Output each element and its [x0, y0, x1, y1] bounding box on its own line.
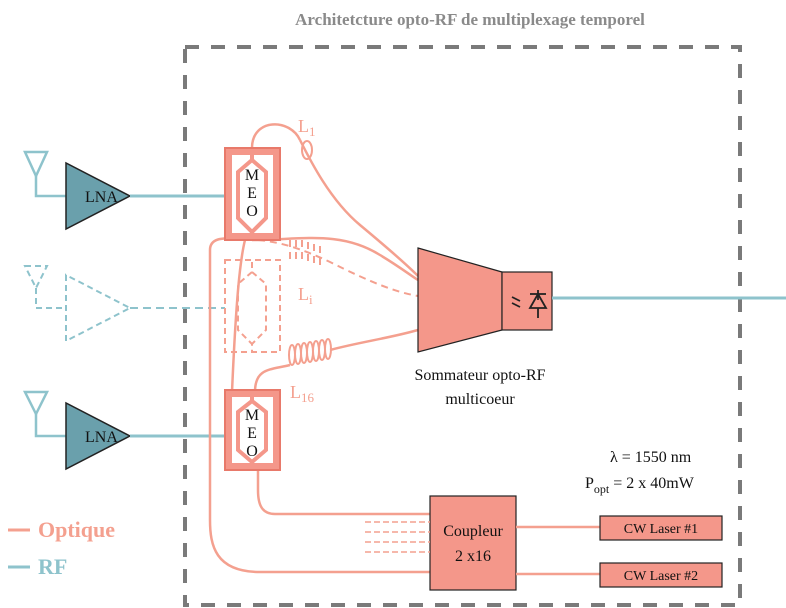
meo-modulator-i [224, 259, 281, 353]
meo-1-letter-m: M [245, 167, 259, 184]
legend: Optique RF [8, 517, 115, 579]
lna-16: LNA [65, 401, 132, 471]
photodiode-icon [511, 290, 548, 318]
opto-rf-combiner [417, 247, 553, 353]
lna-i [65, 273, 133, 343]
legend-rf-label: RF [38, 554, 67, 579]
cw-laser-2-label: CW Laser #2 [624, 569, 698, 584]
meo-modulator-1: M E O [224, 147, 281, 241]
architecture-boundary [183, 45, 742, 607]
cw-laser-1: CW Laser #1 [599, 515, 723, 541]
meo-1-letter-o: O [246, 203, 258, 220]
meo-16-letter-m: M [245, 407, 259, 424]
coupler-label-line1: Coupleur [443, 523, 503, 540]
legend-optique-label: Optique [38, 517, 115, 542]
combiner-label-line2: multicoeur [445, 391, 515, 408]
optical-coupler: Coupleur 2 x16 [429, 495, 517, 591]
cw-laser-1-label: CW Laser #1 [624, 522, 698, 537]
meo-modulator-16: M E O [224, 389, 281, 471]
optical-fibers [208, 123, 430, 574]
coupler-label-line2: 2 x16 [455, 548, 491, 565]
antenna-16 [22, 390, 66, 438]
coupler-spare-outputs [365, 521, 430, 553]
cw-laser-2: CW Laser #2 [599, 562, 723, 588]
delay-loop-l1 [301, 140, 313, 160]
meo-16-letter-e: E [247, 425, 257, 442]
lna-1-label: LNA [85, 189, 118, 206]
meo-16-letter-o: O [246, 443, 258, 460]
antenna-1 [23, 150, 66, 198]
antenna-i [23, 265, 66, 309]
optical-power-text: Popt = 2 x 40mW [585, 475, 695, 496]
delay-label-l16: L16 [290, 382, 315, 405]
delay-coil-l16 [288, 338, 332, 366]
meo-1-letter-e: E [247, 185, 257, 202]
combiner-label-line1: Sommateur opto-RF [414, 367, 545, 384]
optical-fiber-i [257, 239, 419, 297]
wavelength-text: λ = 1550 nm [610, 449, 692, 466]
delay-label-li: Li [298, 284, 313, 307]
lna-16-label: LNA [85, 429, 118, 446]
delay-label-l1: L1 [298, 116, 316, 139]
diagram-title: Architetcture opto-RF de multiplexage te… [295, 10, 645, 29]
lna-1: LNA [65, 161, 132, 231]
